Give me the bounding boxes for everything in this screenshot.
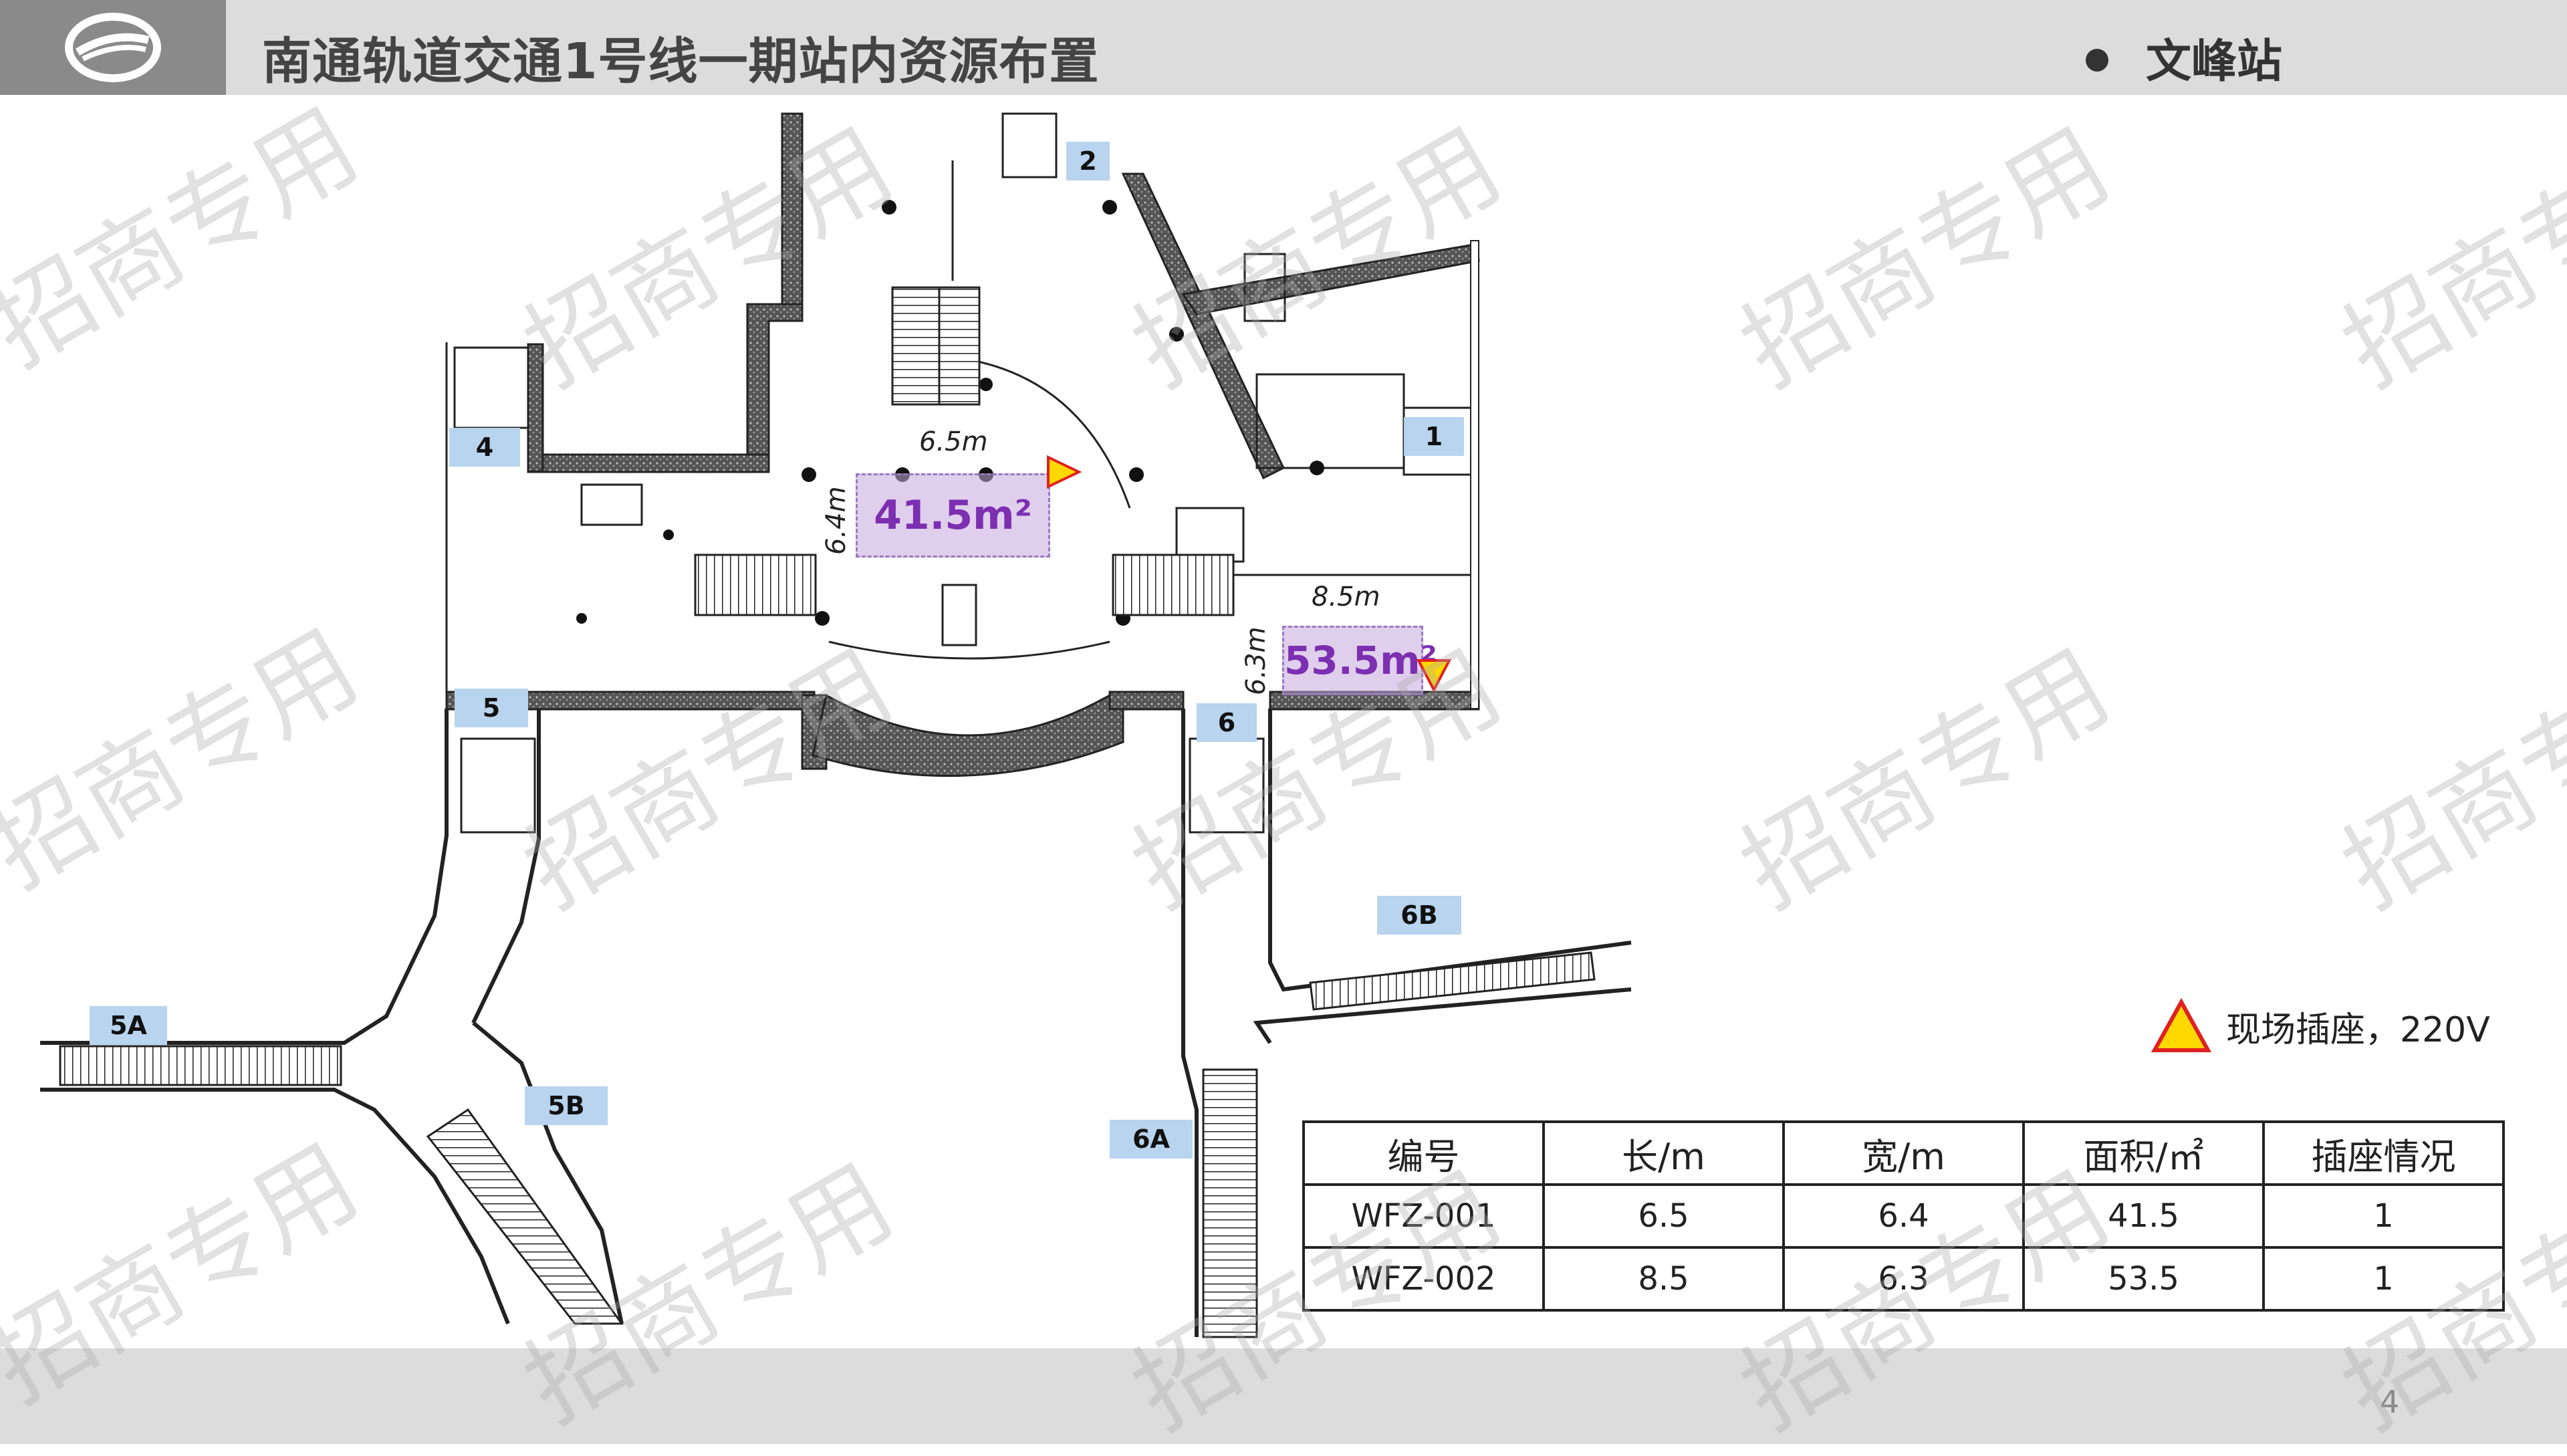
table-row: WFZ-001 6.5 6.4 41.5 1	[1302, 1183, 2505, 1249]
resource-table: 编号 长/m 宽/m 面积/㎡ 插座情况 WFZ-001 6.5 6.4 41.…	[1302, 1120, 2505, 1312]
socket-marker-icon	[1047, 455, 1082, 489]
passage-escalators	[59, 737, 1596, 1338]
col-header-socket: 插座情况	[2262, 1120, 2505, 1186]
bullet-icon	[2086, 49, 2108, 72]
entrance-label-2: 2	[1066, 142, 1110, 180]
entrance-label-5: 5	[455, 689, 528, 727]
col-header-length: 长/m	[1542, 1120, 1785, 1186]
table-cell: 8.5	[1542, 1246, 1785, 1312]
station-label: 文峰站	[2086, 24, 2282, 90]
entrance-label-5a: 5A	[90, 1006, 167, 1045]
concourse-walls	[445, 112, 1480, 777]
entrance-label-1: 1	[1404, 417, 1464, 456]
table-row: WFZ-002 8.5 6.3 53.5 1	[1302, 1246, 2505, 1312]
col-header-width: 宽/m	[1782, 1120, 2025, 1186]
legend-text: 现场插座，220V	[2226, 1009, 2490, 1050]
resource-area-value: 41.5m²	[874, 492, 1032, 539]
entrance-label-4: 4	[449, 428, 520, 467]
resource-2-length: 8.5m	[1312, 582, 1380, 612]
table-cell: 1	[2262, 1183, 2505, 1249]
station-name: 文峰站	[2146, 35, 2283, 88]
entrance-passages	[40, 709, 1632, 1337]
header-bar: 南通轨道交通1号线一期站内资源布置 文峰站	[0, 0, 2567, 95]
footer-bar	[0, 1348, 2567, 1444]
entrance-label-6: 6	[1197, 703, 1257, 742]
station-floor-plan	[40, 112, 1632, 1338]
page-number: 4	[2380, 1384, 2400, 1420]
table-cell: 41.5	[2022, 1183, 2265, 1249]
col-header-area: 面积/㎡	[2022, 1120, 2265, 1186]
table-header-row: 编号 长/m 宽/m 面积/㎡ 插座情况	[1302, 1120, 2505, 1186]
table-cell: WFZ-002	[1302, 1246, 1545, 1312]
table-cell: WFZ-001	[1302, 1183, 1545, 1249]
resource-1-width: 6.4m	[821, 486, 852, 555]
plan-crop-edge	[1470, 240, 1479, 709]
metro-logo-icon	[65, 13, 161, 82]
socket-marker-icon	[1416, 659, 1452, 693]
resource-area-wfz-001: 41.5m²	[856, 473, 1050, 558]
entrance-label-5b: 5B	[525, 1086, 608, 1125]
page-title: 南通轨道交通1号线一期站内资源布置	[262, 33, 1100, 90]
table-cell: 53.5	[2022, 1246, 2265, 1312]
table-cell: 6.3	[1782, 1246, 2025, 1312]
entrance-label-6b: 6B	[1377, 896, 1461, 935]
resource-1-length: 6.5m	[919, 427, 988, 457]
table-cell: 6.5	[1542, 1183, 1785, 1249]
table-cell: 6.4	[1782, 1183, 2025, 1249]
resource-2-width: 6.3m	[1241, 626, 1271, 695]
entrance-label-6a: 6A	[1110, 1120, 1193, 1159]
col-header-id: 编号	[1302, 1120, 1545, 1186]
legend-socket: 现场插座，220V	[2151, 989, 2490, 1063]
socket-warning-icon	[2151, 998, 2211, 1052]
table-cell: 1	[2262, 1246, 2505, 1312]
metro-logo	[0, 0, 226, 95]
resource-area-value: 53.5m²	[1284, 638, 1437, 683]
resource-area-wfz-002: 53.5m²	[1282, 626, 1437, 695]
concourse-escalators	[694, 286, 1235, 646]
